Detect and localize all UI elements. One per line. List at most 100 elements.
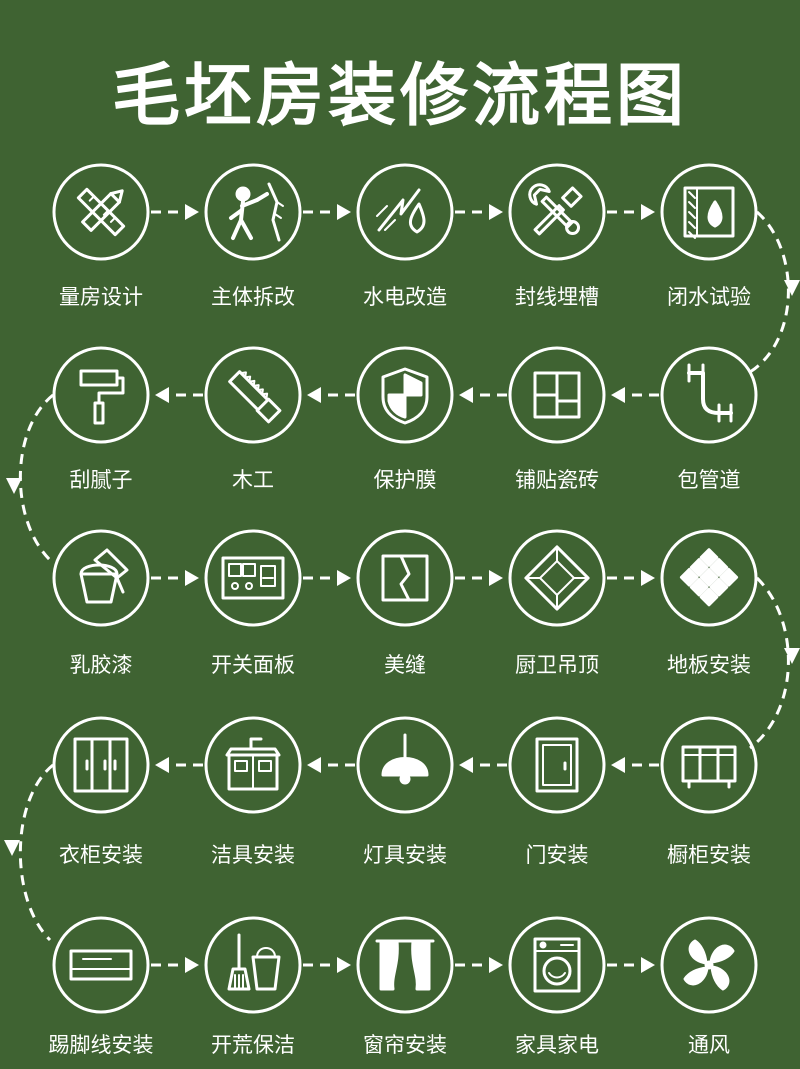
step-node (52, 916, 150, 1014)
step-label: 踢脚线安装 (48, 1033, 154, 1057)
step-label: 门安装 (525, 843, 589, 867)
step-circle (204, 529, 302, 627)
connector-arrow (455, 570, 503, 586)
step-label: 通风 (688, 1033, 730, 1057)
step-node (660, 163, 758, 261)
step-circle (204, 346, 302, 444)
step-circle (204, 163, 302, 261)
step-label: 木工 (232, 468, 274, 492)
worker-drilling-icon (229, 182, 284, 242)
kitchen-cabinet-icon (681, 745, 737, 789)
step-circle (52, 529, 150, 627)
step-label: 美缝 (384, 653, 426, 677)
step-label: 水电改造 (363, 285, 447, 309)
step-node (660, 916, 758, 1014)
step-node (660, 529, 758, 627)
step-node (356, 916, 454, 1014)
step-label: 衣柜安装 (59, 843, 143, 867)
connector-arrow (303, 570, 351, 586)
connector-arrow (151, 957, 199, 973)
page-title: 毛坯房装修流程图 (111, 57, 688, 136)
step-label: 开关面板 (211, 653, 295, 677)
connector-arrow (455, 204, 503, 220)
step-circle (356, 916, 454, 1014)
connector-arrow (611, 387, 659, 403)
fan-icon (683, 939, 735, 991)
step-circle (356, 529, 454, 627)
step-node (356, 529, 454, 627)
step-label: 量房设计 (59, 285, 143, 309)
vanity-sink-icon (225, 737, 281, 791)
connector-arrow (611, 757, 659, 773)
ceiling-panel-icon (524, 545, 590, 611)
connector-arrow (607, 957, 655, 973)
step-label: 包管道 (677, 468, 741, 492)
step-circle (356, 346, 454, 444)
step-label: 洁具安装 (211, 843, 295, 867)
turn-connector (749, 576, 800, 750)
step-circle (660, 916, 758, 1014)
step-circle (52, 716, 150, 814)
step-label: 刮腻子 (69, 468, 133, 492)
floor-grid-icon (679, 548, 739, 607)
step-node (52, 716, 150, 814)
step-circle (660, 529, 758, 627)
step-node (204, 716, 302, 814)
step-circle (508, 916, 606, 1014)
step-node (508, 346, 606, 444)
connector-arrow (155, 387, 203, 403)
step-circle (356, 716, 454, 814)
step-label: 开荒保洁 (211, 1033, 295, 1057)
step-node (660, 716, 758, 814)
step-circle (660, 716, 758, 814)
turn-connector (4, 763, 54, 942)
tile-icon (533, 371, 581, 419)
connector-arrow (455, 957, 503, 973)
step-node (52, 163, 150, 261)
step-circle (204, 716, 302, 814)
step-node (508, 916, 606, 1014)
step-circle (52, 163, 150, 261)
turn-connector (6, 393, 54, 562)
curtain-icon (375, 939, 435, 991)
step-node (356, 163, 454, 261)
step-node (52, 346, 150, 444)
connector-arrow (151, 570, 199, 586)
step-label: 窗帘安装 (363, 1033, 447, 1057)
step-node (204, 163, 302, 261)
wrench-screwdriver-icon (528, 183, 583, 236)
step-label: 厨卫吊顶 (515, 653, 599, 677)
step-circle (52, 346, 150, 444)
step-circle (508, 529, 606, 627)
step-label: 封线埋槽 (515, 285, 599, 309)
tile-seam-icon (381, 554, 429, 602)
step-label: 地板安装 (667, 653, 751, 677)
step-circle (356, 163, 454, 261)
ruler-pencil-icon (76, 187, 126, 237)
door-icon (535, 737, 579, 793)
pipe-icon (687, 363, 733, 423)
shield-icon (381, 367, 429, 425)
connector-arrow (307, 387, 355, 403)
step-label: 保护膜 (373, 468, 437, 492)
step-label: 闭水试验 (667, 285, 751, 309)
connector-arrow (303, 957, 351, 973)
step-label: 家具家电 (515, 1033, 599, 1057)
step-circle (660, 346, 758, 444)
step-node (356, 346, 454, 444)
step-node (508, 529, 606, 627)
step-node (508, 163, 606, 261)
step-circle (204, 916, 302, 1014)
step-node (508, 716, 606, 814)
step-node (204, 916, 302, 1014)
step-node (204, 346, 302, 444)
connector-arrow (307, 757, 355, 773)
step-node (660, 346, 758, 444)
connector-arrow (607, 570, 655, 586)
pendant-lamp-icon (381, 733, 429, 785)
skirting-board-icon (69, 949, 133, 981)
electric-water-icon (376, 188, 426, 234)
step-node (356, 716, 454, 814)
